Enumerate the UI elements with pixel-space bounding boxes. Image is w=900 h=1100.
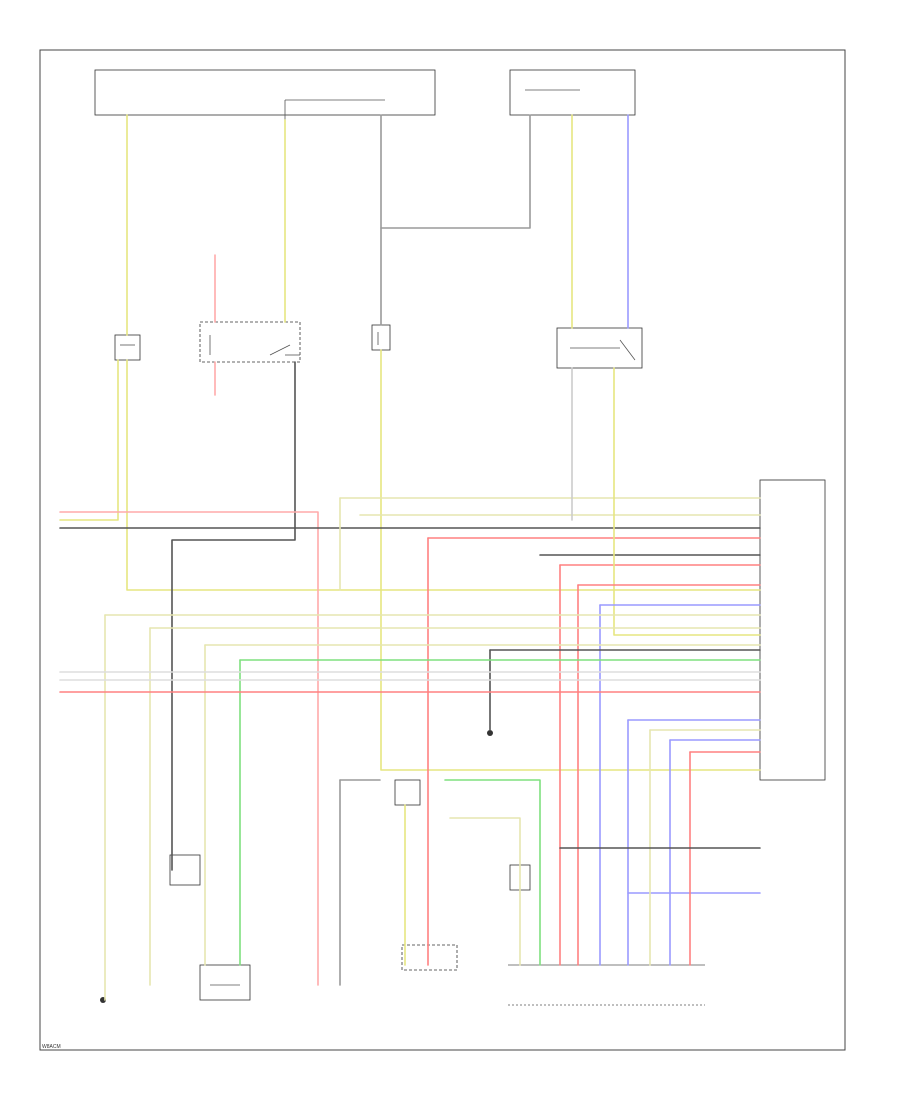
sensor-box-bottom-left <box>199 964 251 1001</box>
wire-blue-lower <box>627 719 761 966</box>
control-module-connector <box>759 479 826 781</box>
connector-bottom-right <box>508 964 705 1006</box>
wire-gray-center <box>380 114 531 326</box>
wire-yellow-center <box>380 349 761 771</box>
ecm-right-wires <box>104 584 761 1001</box>
relay-left <box>114 334 141 361</box>
junction-block-top-right <box>509 69 636 116</box>
wire-dark-gray-switch <box>171 361 296 871</box>
wire-bottom-center <box>339 779 761 986</box>
harness-top-group <box>59 497 761 986</box>
switch-center <box>371 324 391 351</box>
diagram-frame <box>39 49 846 1051</box>
module-bottom-center <box>401 944 458 971</box>
sensor-module-right <box>556 327 643 369</box>
wire-sensor-outputs <box>571 367 761 636</box>
switch-assembly-left <box>199 321 301 363</box>
harness-bottom-group <box>59 659 761 966</box>
ground-symbol-center <box>487 730 493 736</box>
switch-bottom-center <box>394 779 531 891</box>
footer-code: W8ACM <box>42 1044 61 1050</box>
junction-block-top-left <box>94 69 436 120</box>
connector-box-lower-left <box>169 854 201 886</box>
wire-yellow-left <box>59 114 761 591</box>
